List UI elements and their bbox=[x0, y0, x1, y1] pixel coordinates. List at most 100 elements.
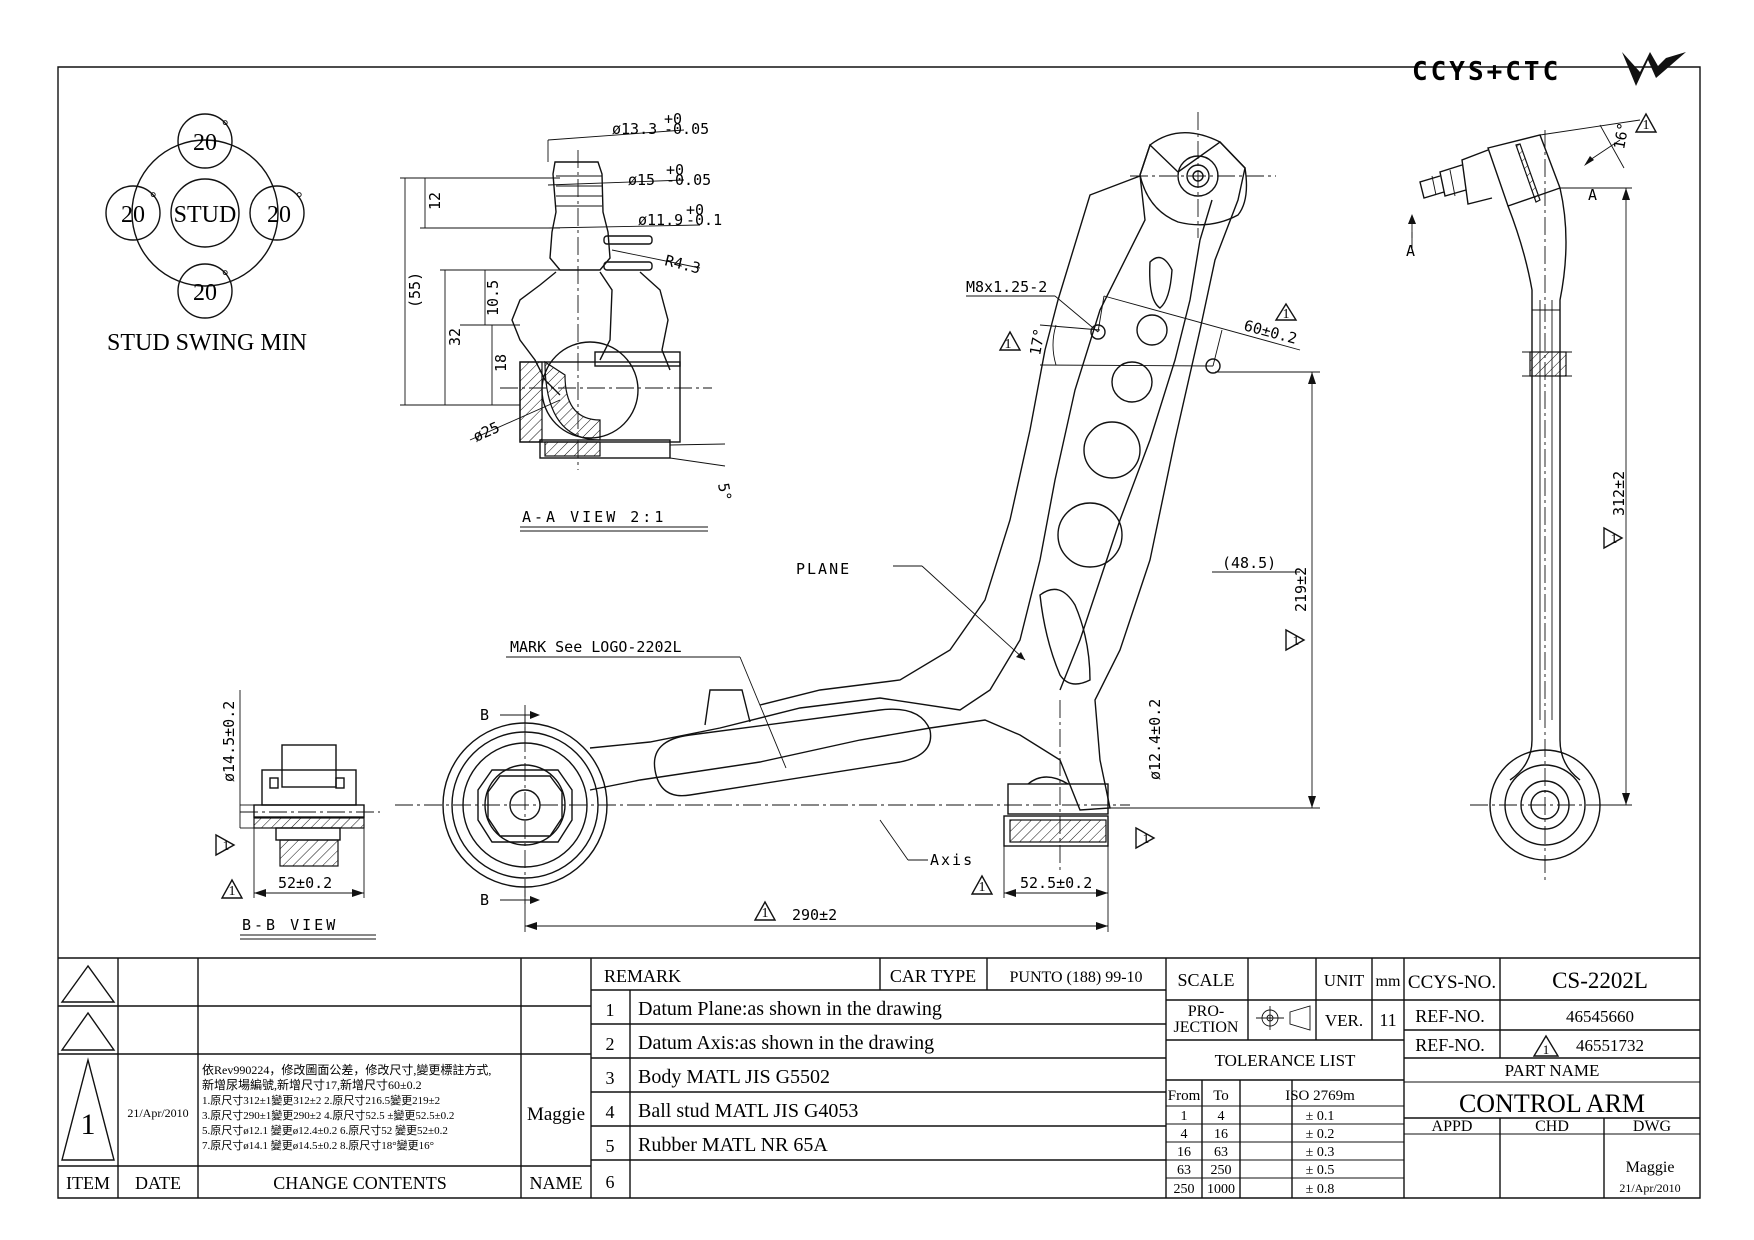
aa-dim-11-9: ø11.9 bbox=[638, 211, 683, 229]
aa-dim-18: 18 bbox=[492, 354, 510, 372]
rev-60-marker: 1 bbox=[1283, 307, 1290, 322]
ref-no-label-2: REF-NO. bbox=[1415, 1035, 1485, 1055]
tol-row-3-val: ± 0.3 bbox=[1306, 1145, 1335, 1160]
tol-header-from: From bbox=[1168, 1088, 1201, 1104]
car-type-label: CAR TYPE bbox=[890, 966, 976, 986]
swing-top-degree: ° bbox=[222, 118, 228, 135]
remark-text-1: Datum Plane:as shown in the drawing bbox=[638, 998, 942, 1020]
tol-row-1-from: 1 bbox=[1181, 1109, 1188, 1124]
dim-60: 60±0.2 bbox=[1242, 316, 1299, 347]
side-dim-312: 312±2 bbox=[1610, 471, 1628, 516]
swing-center-label: STUD bbox=[174, 202, 237, 228]
header-name: NAME bbox=[530, 1173, 583, 1193]
aa-dim-r4-3: R4.3 bbox=[663, 251, 702, 277]
axis-label: Axis bbox=[930, 851, 974, 869]
tol-row-4-from: 63 bbox=[1177, 1163, 1191, 1178]
dim-290: 290±2 bbox=[792, 906, 837, 924]
swing-title: STUD SWING MIN bbox=[107, 330, 307, 356]
mark-logo-label: MARK See LOGO-2202L bbox=[510, 638, 682, 656]
drawn-date: 21/Apr/2010 bbox=[1619, 1181, 1680, 1195]
remark-text-3: Body MATL JIS G5502 bbox=[638, 1066, 830, 1088]
remark-text-4: Ball stud MATL JIS G4053 bbox=[638, 1100, 858, 1122]
tolerance-title: TOLERANCE LIST bbox=[1215, 1051, 1356, 1070]
rev-52-marker: 1 bbox=[229, 884, 236, 899]
aa-dim-25: ø25 bbox=[470, 418, 502, 445]
header-change-contents: CHANGE CONTENTS bbox=[273, 1173, 447, 1193]
header-date: DATE bbox=[135, 1173, 181, 1193]
change-line-2: 新增尿場編號,新增尺寸17,新增尺寸60±0.2 bbox=[202, 1077, 422, 1092]
dim-52-5: 52.5±0.2 bbox=[1020, 874, 1092, 892]
aa-dim-10-5: 10.5 bbox=[484, 280, 502, 316]
dim-17-deg: 17° bbox=[1026, 327, 1048, 357]
change-name: Maggie bbox=[527, 1104, 585, 1125]
stud-swing-diagram: 20 20 20 20 STUD ° ° ° ° STUD SWING MIN bbox=[105, 113, 307, 356]
ver-value: 11 bbox=[1379, 1010, 1396, 1030]
b-section-bottom-label: B bbox=[480, 891, 489, 909]
sheet-border bbox=[57, 66, 1701, 1199]
swing-top-value: 20 bbox=[193, 130, 217, 156]
logo: CCYS+CTC bbox=[1412, 52, 1686, 87]
aa-dim-55: (55) bbox=[406, 272, 424, 308]
remark-no-5: 5 bbox=[606, 1136, 615, 1156]
tol-row-4-val: ± 0.5 bbox=[1306, 1163, 1335, 1178]
ref-no-2-marker: 1 bbox=[1543, 1042, 1550, 1057]
rev-16-marker: 1 bbox=[1643, 118, 1650, 133]
ref-no-value-2: 46551732 bbox=[1576, 1036, 1644, 1055]
projection-symbol-icon bbox=[1256, 1005, 1311, 1031]
tol-row-2-from: 4 bbox=[1181, 1127, 1188, 1142]
side-a-label-2: A bbox=[1588, 186, 1597, 204]
dwg-label: DWG bbox=[1633, 1118, 1672, 1135]
remark-no-4: 4 bbox=[606, 1102, 615, 1122]
aa-dim-32: 32 bbox=[446, 328, 464, 346]
title-block: 1 21/Apr/2010 Maggie 依Rev990224，修改圖面公差，修… bbox=[58, 957, 1700, 1198]
rev-290-marker: 1 bbox=[762, 906, 769, 921]
aa-dim-13-3-tol-dn: -0.05 bbox=[664, 120, 709, 138]
change-date: 21/Apr/2010 bbox=[127, 1106, 188, 1120]
change-line-5: 5.原尺寸ø12.1 變更ø12.4±0.2 6.原尺寸52 變更52±0.2 bbox=[202, 1123, 448, 1137]
b-section-top-label: B bbox=[480, 706, 489, 724]
aa-dim-13-3: ø13.3 bbox=[612, 120, 657, 138]
remark-no-2: 2 bbox=[606, 1034, 615, 1054]
projection-label-1: PRO- bbox=[1188, 1003, 1224, 1020]
aa-section-view: ø13.3 +0 -0.05 ø15 +0 -0.05 ø11.9 +0 -0.… bbox=[400, 110, 735, 532]
side-view: A A 16° 1 312±2 1 bbox=[1406, 112, 1658, 880]
bb-view-title: B-B VIEW bbox=[242, 916, 338, 934]
aa-dim-15-tol-up: +0 bbox=[666, 161, 684, 179]
drawn-by: Maggie bbox=[1626, 1159, 1675, 1176]
main-view: B B PLANE MARK See LOGO-2202L Axis M8x1.… bbox=[395, 112, 1320, 932]
swing-left-value: 20 bbox=[121, 202, 145, 228]
change-line-6: 7.原尺寸ø14.1 變更ø14.5±0.2 8.原尺寸18°變更16° bbox=[202, 1138, 434, 1152]
swing-right-degree: ° bbox=[296, 190, 302, 207]
rev-219-marker: 1 bbox=[1293, 634, 1300, 649]
aa-dim-15: ø15 bbox=[628, 171, 655, 189]
chd-label: CHD bbox=[1535, 1118, 1569, 1135]
swing-bottom-value: 20 bbox=[193, 280, 217, 306]
car-type-value: PUNTO (188) 99-10 bbox=[1009, 969, 1142, 986]
tol-row-5-to: 1000 bbox=[1207, 1182, 1235, 1197]
aa-dim-13-3-tol-up: +0 bbox=[664, 110, 682, 128]
rev-12-4-marker: 1 bbox=[1143, 832, 1150, 847]
aa-dim-15-tol-dn: -0.05 bbox=[666, 171, 711, 189]
change-item-number: 1 bbox=[81, 1108, 96, 1141]
remark-label: REMARK bbox=[604, 966, 681, 986]
swing-right-value: 20 bbox=[267, 202, 291, 228]
side-a-label-1: A bbox=[1406, 242, 1415, 260]
dim-12-4: ø12.4±0.2 bbox=[1146, 699, 1164, 780]
tol-header-iso: ISO 2769m bbox=[1285, 1088, 1355, 1104]
bb-dim-14-5: ø14.5±0.2 bbox=[220, 701, 238, 782]
remark-no-3: 3 bbox=[606, 1068, 615, 1088]
change-line-3: 1.原尺寸312±1變更312±2 2.原尺寸216.5變更219±2 bbox=[202, 1093, 440, 1107]
remark-no-6: 6 bbox=[606, 1172, 615, 1192]
projection-label-2: JECTION bbox=[1174, 1019, 1239, 1036]
logo-mark-icon bbox=[1622, 52, 1686, 86]
swing-left-degree: ° bbox=[150, 190, 156, 207]
plane-label: PLANE bbox=[796, 560, 851, 578]
aa-dim-12: 12 bbox=[426, 192, 444, 210]
ccys-no-label: CCYS-NO. bbox=[1408, 972, 1496, 993]
tol-row-1-to: 4 bbox=[1218, 1109, 1225, 1124]
tol-row-5-val: ± 0.8 bbox=[1306, 1182, 1335, 1197]
ref-no-value-1: 46545660 bbox=[1566, 1007, 1634, 1026]
tol-row-2-to: 16 bbox=[1214, 1127, 1228, 1142]
bb-dim-52: 52±0.2 bbox=[278, 874, 332, 892]
unit-label: UNIT bbox=[1324, 971, 1365, 990]
